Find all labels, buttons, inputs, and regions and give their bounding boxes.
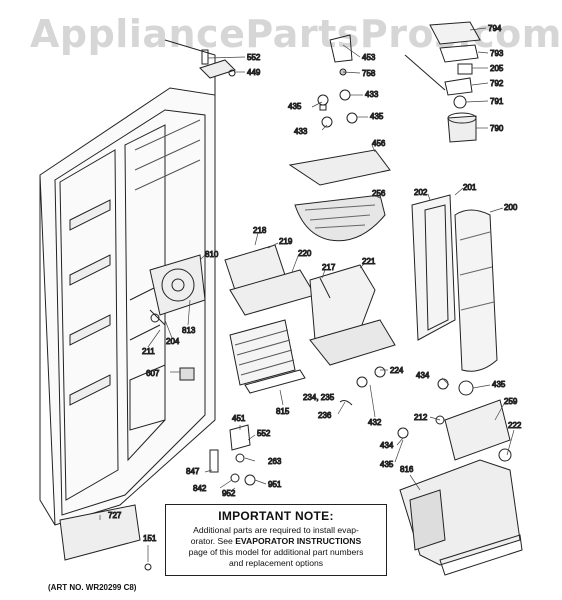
callout-263: 263 [268, 457, 282, 466]
evaporator [179, 319, 306, 394]
callout-432: 432 [368, 418, 382, 427]
callout-435-b: 435 [370, 112, 384, 121]
callout-211: 211 [142, 347, 155, 356]
callout-791: 791 [490, 97, 504, 106]
callout-952: 952 [222, 489, 236, 498]
hinge-parts [199, 34, 353, 79]
callout-435-right: 435 [492, 380, 506, 389]
callout-220: 220 [298, 249, 312, 258]
leader-lines [99, 27, 515, 562]
callout-453: 453 [362, 53, 376, 62]
callout-433-a: 433 [365, 90, 379, 99]
callout-202: 202 [414, 188, 428, 197]
callout-552-top: 552 [247, 53, 261, 62]
important-note-box: IMPORTANT NOTE: Additional parts are req… [165, 504, 387, 576]
callout-816: 816 [400, 465, 414, 474]
callout-234-235: 234, 235 [303, 393, 335, 402]
callout-607: 607 [146, 369, 160, 378]
note-line-2: orator. See EVAPORATOR INSTRUCTIONS [166, 536, 386, 547]
callout-200: 200 [504, 203, 518, 212]
callout-449: 449 [247, 68, 261, 77]
cabinet-drawing [39, 39, 216, 526]
callout-813: 813 [182, 326, 196, 335]
callout-727: 727 [108, 511, 122, 520]
callout-951: 951 [268, 480, 282, 489]
callout-810: 810 [205, 250, 219, 259]
callout-435-a: 435 [288, 102, 302, 111]
callout-212: 212 [414, 413, 428, 422]
note-line-2-text: orator. See [190, 536, 236, 546]
callout-552-bottom: 552 [257, 429, 271, 438]
center-bins [224, 244, 396, 366]
callout-256: 256 [372, 189, 386, 198]
callout-222: 222 [508, 421, 522, 430]
callout-218: 218 [253, 226, 267, 235]
part-callouts: 552 449 453 758 433 435 433 435 794 793 … [108, 24, 523, 544]
callout-434-lower: 434 [380, 441, 394, 450]
callout-793: 793 [490, 49, 504, 58]
callout-794: 794 [488, 24, 502, 33]
right-lower-parts [339, 366, 523, 576]
callout-758: 758 [362, 69, 376, 78]
callout-219: 219 [279, 237, 293, 246]
fan-assembly [149, 254, 206, 326]
control-housing [404, 21, 481, 143]
callout-259: 259 [504, 397, 518, 406]
callout-224: 224 [390, 366, 404, 375]
callout-435-lower: 435 [380, 460, 394, 469]
callout-151: 151 [143, 534, 157, 543]
note-line-4: and replacement options [228, 558, 324, 568]
art-number: (ART NO. WR20299 C8) [48, 583, 137, 592]
lights [317, 89, 358, 128]
callout-204: 204 [166, 337, 180, 346]
callout-842: 842 [193, 484, 207, 493]
callout-790: 790 [490, 124, 504, 133]
callout-236: 236 [318, 411, 332, 420]
callout-433-b: 433 [294, 127, 308, 136]
callout-847: 847 [186, 467, 200, 476]
callout-792: 792 [490, 79, 504, 88]
callout-434-right: 434 [416, 371, 430, 380]
door-trim-panels [411, 194, 498, 372]
callout-221: 221 [362, 257, 376, 266]
note-line-3: page of this model for additional part n… [188, 547, 364, 557]
dispenser-parts [288, 149, 391, 242]
callout-456: 456 [372, 139, 386, 148]
callout-201: 201 [463, 183, 477, 192]
callout-217: 217 [322, 263, 336, 272]
callout-815: 815 [276, 407, 290, 416]
note-body: Additional parts are required to install… [166, 525, 386, 569]
note-title: IMPORTANT NOTE: [218, 509, 334, 523]
callout-451: 451 [232, 414, 246, 423]
note-line-1: Additional parts are required to install… [193, 525, 359, 535]
callout-205: 205 [490, 64, 504, 73]
note-line-2-bold: EVAPORATOR INSTRUCTIONS [235, 536, 362, 546]
